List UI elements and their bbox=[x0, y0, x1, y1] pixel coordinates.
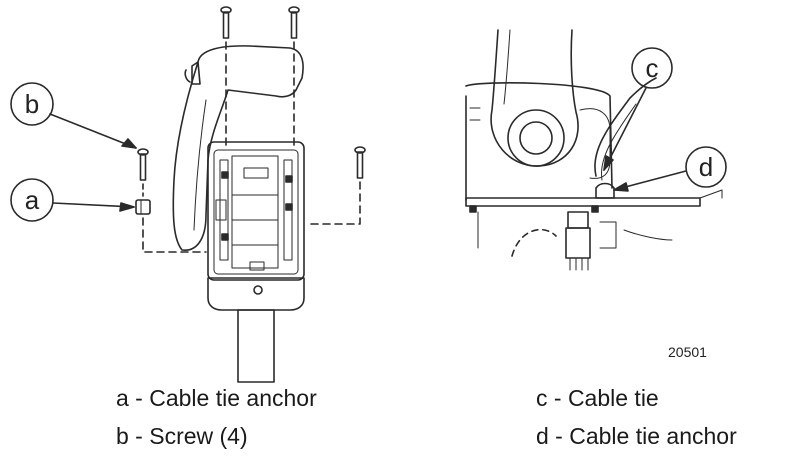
callout-b bbox=[10, 82, 137, 149]
control-housing bbox=[207, 141, 305, 281]
top-left-screw bbox=[220, 6, 232, 39]
callout-label-c: c bbox=[646, 53, 659, 83]
control-handle bbox=[172, 45, 304, 251]
cable-routing-detail bbox=[465, 29, 727, 271]
screw-b bbox=[137, 148, 149, 181]
side-screw bbox=[354, 146, 366, 179]
control-shaft bbox=[237, 309, 275, 383]
legend-item-d: d - Cable tie anchor bbox=[536, 423, 737, 449]
remote-control-assembly bbox=[10, 6, 366, 383]
callout-label-d: d bbox=[699, 152, 713, 182]
figure-id: 20501 bbox=[668, 344, 707, 360]
legend-item-c: c - Cable tie bbox=[536, 385, 659, 411]
callout-label-b: b bbox=[25, 89, 39, 119]
callout-label-a: a bbox=[25, 185, 40, 215]
callout-a bbox=[10, 178, 135, 222]
connector bbox=[567, 211, 589, 229]
control-arm bbox=[490, 29, 579, 167]
top-right-screw bbox=[288, 6, 300, 39]
control-base bbox=[207, 277, 305, 311]
mounting-plate bbox=[465, 197, 701, 207]
legend-item-a: a - Cable tie anchor bbox=[116, 385, 317, 411]
callout-c bbox=[603, 47, 673, 171]
legend-item-b: b - Screw (4) bbox=[116, 423, 248, 449]
callout-d bbox=[613, 146, 727, 192]
cable-tie-anchor-a bbox=[135, 199, 151, 215]
cable bbox=[594, 77, 657, 177]
